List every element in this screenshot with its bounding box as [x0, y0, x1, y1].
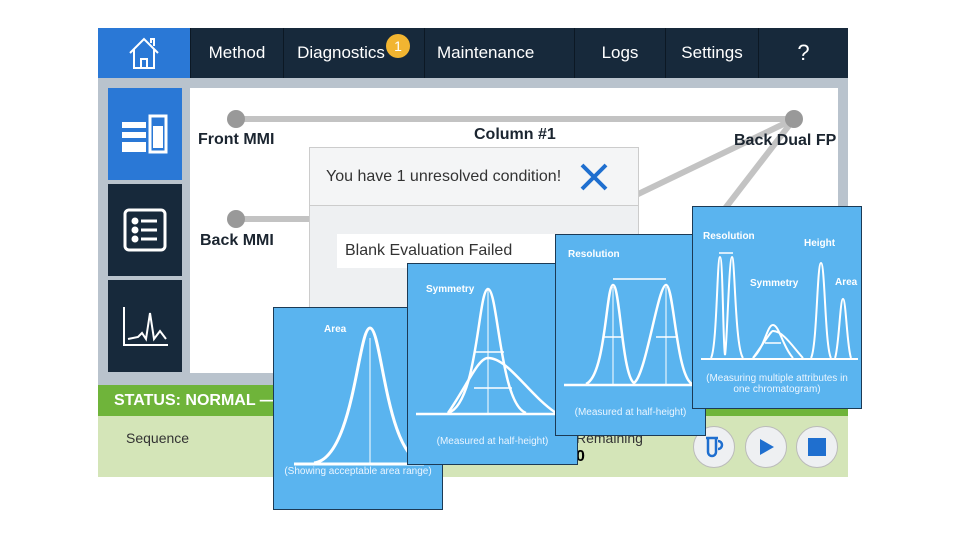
- resolution-card: Resolution (Measured at half-height): [555, 234, 706, 436]
- card-caption: (Measured at half-height): [436, 436, 549, 447]
- card-caption: (Showing acceptable area range): [284, 466, 432, 477]
- remaining-value: 0: [576, 448, 585, 465]
- card-label: Symmetry: [426, 284, 475, 295]
- card-caption: (Measuring multiple attributes in one ch…: [706, 373, 848, 395]
- condition-text: Blank Evaluation Failed: [345, 242, 513, 259]
- symmetry-peak-icon: [416, 287, 558, 416]
- dialog-title: You have 1 unresolved condition!: [326, 167, 562, 185]
- play-icon: [760, 439, 774, 455]
- card-label: Symmetry: [750, 278, 799, 289]
- nav-label: Method: [208, 43, 266, 62]
- close-icon[interactable]: [579, 162, 609, 192]
- back-mmi-node: [227, 210, 245, 228]
- nav-label: Logs: [601, 43, 639, 62]
- multi-attribute-card: Resolution Symmetry Height Area (Measuri…: [692, 206, 862, 409]
- nav-logs[interactable]: Logs: [575, 28, 666, 78]
- home-button[interactable]: [98, 28, 191, 78]
- card-label: Area: [835, 277, 858, 288]
- vial-icon: [706, 436, 724, 458]
- nav-label: ?: [797, 40, 810, 65]
- sidebar-chromatogram[interactable]: [108, 280, 182, 372]
- help-button[interactable]: ?: [759, 28, 848, 78]
- multi-peaks-icon: [701, 252, 858, 360]
- list-icon: [123, 208, 167, 252]
- front-mmi-label: Front MMI: [198, 131, 275, 148]
- nav-settings[interactable]: Settings: [666, 28, 759, 78]
- card-label: Height: [804, 238, 836, 249]
- play-button[interactable]: [745, 426, 787, 468]
- resolution-peaks-icon: [564, 278, 696, 387]
- area-peak-icon: [294, 326, 425, 466]
- nav-label: Diagnostics: [297, 43, 385, 62]
- back-mmi-label: Back MMI: [200, 232, 274, 249]
- symmetry-card: Symmetry (Measured at half-height): [407, 263, 578, 465]
- nav-label: Settings: [681, 43, 743, 62]
- card-caption: (Measured at half-height): [574, 407, 687, 418]
- front-node: [227, 110, 245, 128]
- card-label: Resolution: [568, 249, 620, 260]
- nav-maintenance[interactable]: Maintenance: [425, 28, 575, 78]
- sidebar-instrument[interactable]: [108, 88, 182, 180]
- notification-badge: 1: [386, 34, 410, 58]
- instrument-icon: [122, 114, 168, 154]
- back-node: [785, 110, 803, 128]
- back-dual-label: Back Dual FP: [734, 132, 837, 149]
- column-label: Column #1: [474, 126, 556, 143]
- sidebar-list[interactable]: [108, 184, 182, 276]
- stop-button[interactable]: [796, 426, 838, 468]
- chromatogram-icon: [123, 307, 168, 346]
- stop-icon: [808, 438, 826, 456]
- home-icon: [129, 37, 159, 69]
- nav-method[interactable]: Method: [191, 28, 284, 78]
- card-label: Resolution: [703, 231, 755, 242]
- nav-label: Maintenance: [437, 43, 535, 62]
- sequence-label: Sequence: [126, 430, 190, 446]
- card-label: Area: [324, 324, 347, 335]
